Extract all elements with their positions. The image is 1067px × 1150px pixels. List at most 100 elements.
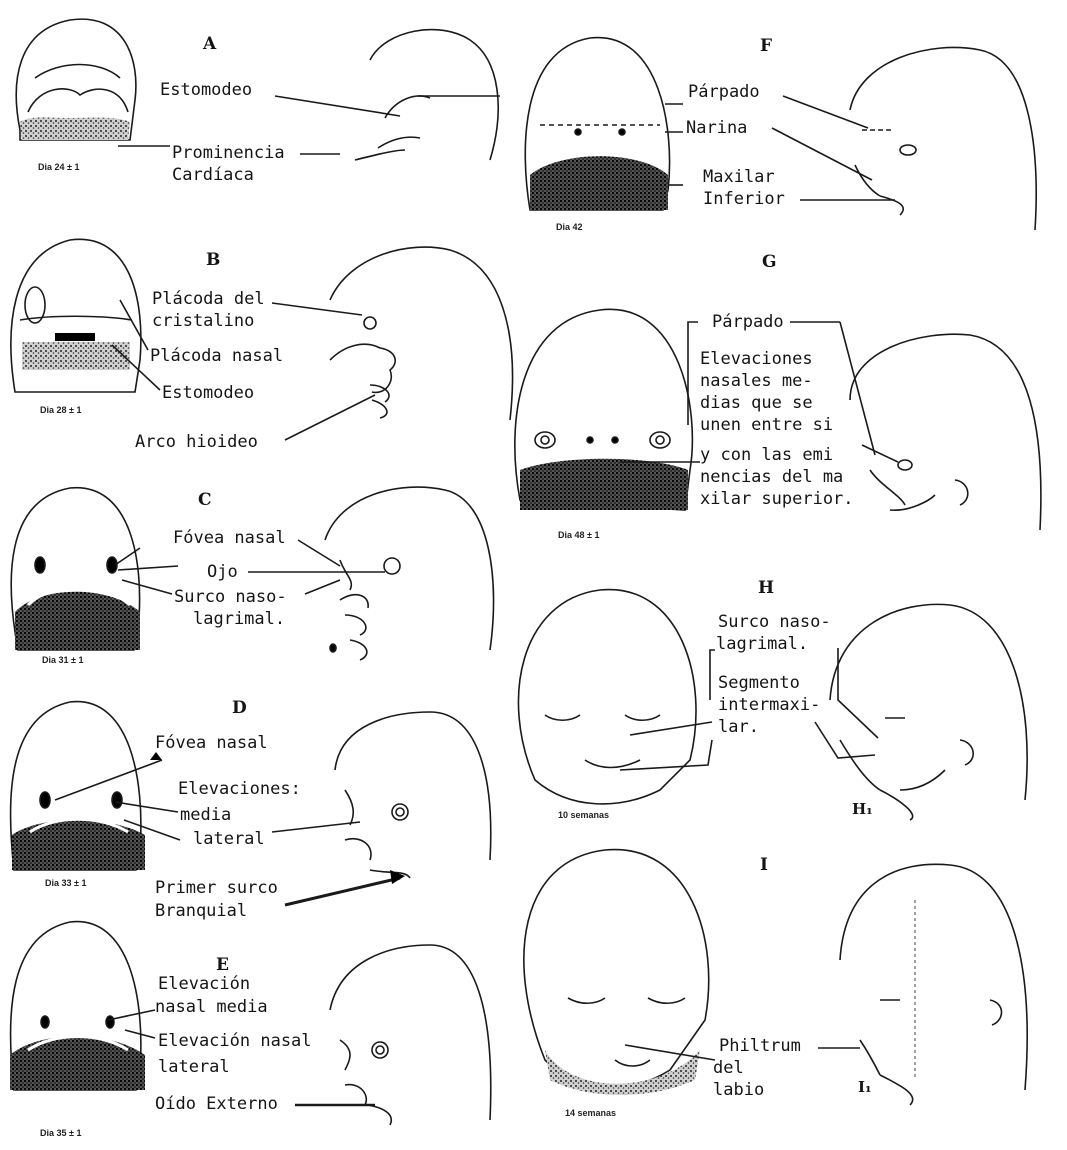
leader-g-elev-2 — [862, 445, 898, 462]
panel-letter-i: I — [760, 855, 768, 875]
leader-h-lar — [620, 740, 712, 770]
age-caption-g: Dia 48 ± 1 — [558, 530, 599, 540]
label-c-fovea-nasal: Fóvea nasal — [173, 528, 286, 549]
age-caption-d: Dia 33 ± 1 — [45, 878, 86, 888]
leader-c-surco — [122, 580, 172, 594]
leader-c-ojo-2 — [118, 566, 178, 570]
age-caption-e: Dia 35 ± 1 — [40, 1128, 81, 1138]
label-g-elev-5: y con las emi — [700, 445, 833, 466]
label-d-elevaciones: Elevaciones: — [178, 779, 301, 800]
leader-e-media — [108, 1010, 155, 1020]
leader-d-fovea — [55, 760, 162, 800]
leader-c-surco-2 — [305, 580, 340, 594]
label-f-narina: Narina — [686, 118, 747, 139]
label-a-prominencia: Prominencia — [172, 143, 285, 164]
age-caption-a: Dia 24 ± 1 — [38, 162, 79, 172]
panel-i-side-head — [840, 864, 1027, 1105]
label-g-elev-2: nasales me- — [700, 371, 813, 392]
panel-letter-h: H — [758, 578, 774, 598]
panel-b-front-face — [11, 239, 141, 392]
label-i-del: del — [713, 1058, 744, 1079]
label-c-surco-1: Surco naso- — [174, 587, 287, 608]
label-b-estomodeo: Estomodeo — [162, 383, 254, 404]
leader-i-philtrum — [625, 1045, 715, 1060]
age-caption-b: Dia 28 ± 1 — [40, 405, 81, 415]
sub-label-h1: H₁ — [852, 800, 873, 818]
label-h-segmento-3: lar. — [718, 717, 759, 738]
label-a-cardiaca: Cardíaca — [172, 165, 254, 186]
label-f-maxilar: Maxilar — [703, 167, 775, 188]
label-g-elev-4: unen entre si — [700, 415, 833, 436]
label-f-inferior: Inferior — [703, 189, 785, 210]
panel-g-front-face — [515, 309, 693, 510]
panel-letter-g: G — [762, 252, 777, 272]
leader-d-surco — [285, 878, 400, 905]
leader-a-estomodeo — [275, 96, 400, 116]
leader-f-narina — [772, 128, 872, 180]
label-e-nasal-media: nasal media — [155, 997, 268, 1018]
panel-b-side-head — [330, 247, 513, 420]
leader-h-surco — [710, 650, 715, 700]
leader-b-placoda-cristalino — [272, 303, 362, 315]
label-b-placoda-cristalino-1: Plácoda del — [152, 289, 265, 310]
panel-g-side-head — [850, 334, 1041, 530]
leader-d-media — [115, 802, 178, 812]
label-h-segmento-1: Segmento — [718, 673, 800, 694]
panel-letter-d: D — [232, 698, 247, 718]
label-d-media: media — [180, 805, 231, 826]
panel-d-front-face — [11, 702, 145, 870]
leader-b-arco — [285, 395, 375, 440]
leader-g-parpado-2 — [840, 322, 875, 455]
label-h-surco-1: Surco naso- — [718, 612, 831, 633]
label-c-ojo: Ojo — [207, 562, 238, 583]
age-caption-i: 14 semanas — [565, 1108, 616, 1118]
label-a-estomodeo: Estomodeo — [160, 80, 252, 101]
panel-a-front-face — [16, 19, 136, 140]
panel-f-front-face — [525, 38, 669, 210]
label-g-elev-1: Elevaciones — [700, 349, 813, 370]
label-g-elev-7: xilar superior. — [700, 489, 854, 510]
label-d-lateral: lateral — [193, 829, 265, 850]
label-c-surco-2: lagrimal. — [193, 609, 285, 630]
label-i-philtrum: Philtrum — [719, 1036, 801, 1057]
panel-letter-a: A — [203, 34, 216, 54]
panel-c-front-face — [11, 488, 140, 650]
label-d-fovea-nasal: Fóvea nasal — [155, 733, 268, 754]
label-e-lateral: lateral — [158, 1057, 230, 1078]
label-b-placoda-nasal: Plácoda nasal — [150, 346, 283, 367]
panel-letter-b: B — [206, 250, 220, 270]
label-g-elev-3: dias que se — [700, 393, 813, 414]
leader-f-parpado — [783, 96, 868, 128]
leader-d-lateral-2 — [272, 822, 360, 832]
panel-d-side-head — [335, 712, 491, 878]
panel-letter-f: F — [760, 36, 772, 56]
sub-label-i1: I₁ — [858, 1078, 872, 1096]
panel-c-side-head — [325, 487, 494, 660]
leader-h-surco-2 — [838, 648, 878, 738]
leader-g-bracket — [688, 322, 698, 425]
leader-h-segmento — [630, 722, 712, 735]
panel-f-side-head — [850, 48, 1036, 231]
age-caption-h: 10 semanas — [558, 810, 609, 820]
age-caption-c: Dia 31 ± 1 — [42, 655, 83, 665]
label-d-branquial: Branquial — [155, 901, 247, 922]
age-caption-f: Dia 42 — [556, 222, 583, 232]
label-b-arco-hioideo: Arco hioideo — [135, 432, 258, 453]
panel-a-side-head — [355, 30, 498, 160]
panel-letter-e: E — [216, 955, 229, 975]
label-h-surco-2: lagrimal. — [716, 634, 808, 655]
label-e-elevacion-nasal: Elevación nasal — [158, 1031, 312, 1052]
panel-h-front-face — [518, 590, 696, 804]
label-i-labio: labio — [713, 1080, 764, 1101]
panel-letter-c: C — [198, 490, 212, 510]
panel-e-front-face — [10, 922, 145, 1090]
label-g-parpado: Párpado — [712, 312, 784, 333]
label-b-placoda-cristalino-2: cristalino — [152, 311, 254, 332]
label-f-parpado: Párpado — [688, 82, 760, 103]
panel-i-front-face — [524, 850, 709, 1095]
label-e-elevacion-1: Elevación — [158, 974, 250, 995]
leader-c-fovea-2 — [298, 540, 340, 566]
label-e-oido-externo: Oído Externo — [155, 1094, 278, 1115]
label-d-primer-surco: Primer surco — [155, 878, 278, 899]
panel-e-side-head — [330, 945, 491, 1125]
